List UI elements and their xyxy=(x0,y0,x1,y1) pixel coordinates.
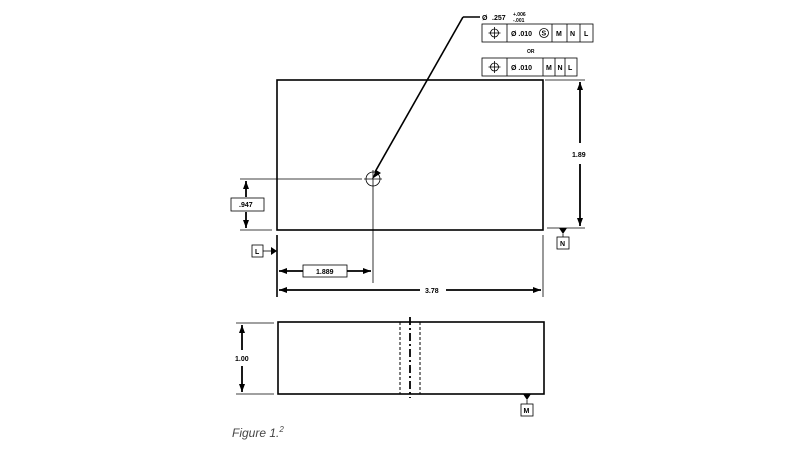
fcf-datum-secondary: N xyxy=(558,65,563,72)
dimension-hole-y: .947 xyxy=(230,178,362,231)
datum-m: M xyxy=(520,394,534,417)
caption-superscript: 2 xyxy=(278,425,284,434)
feature-control-frame-primary: Ø .010 S M N L xyxy=(481,23,594,43)
figure-caption: Figure 1.2 xyxy=(232,425,284,440)
dimension-value: 1.00 xyxy=(235,356,249,363)
dimension-thickness: 1.00 xyxy=(235,322,274,395)
leader-arrow xyxy=(372,170,381,179)
fcf-datum-tertiary: L xyxy=(568,65,573,72)
or-label: OR xyxy=(527,49,535,55)
position-icon xyxy=(488,61,501,73)
dimension-value: 1.889 xyxy=(316,269,334,276)
dimension-width: 3.78 xyxy=(279,287,541,295)
dimension-value: 3.78 xyxy=(425,288,439,295)
dimension-value: 1.89 xyxy=(572,152,586,159)
dimension-height: 1.89 xyxy=(545,79,586,229)
diameter-symbol: Ø xyxy=(482,15,488,22)
fcf-datum-tertiary: L xyxy=(584,31,589,38)
dimension-value: .947 xyxy=(239,202,253,209)
datum-label: L xyxy=(255,249,260,256)
hole-size: .257 xyxy=(492,15,506,22)
feature-control-frame-alternate: Ø .010 M N L xyxy=(481,57,578,77)
position-icon xyxy=(488,27,501,39)
fcf-tolerance: Ø .010 xyxy=(511,31,532,38)
fcf-datum-primary: M xyxy=(556,31,562,38)
fcf-tolerance: Ø .010 xyxy=(511,65,532,72)
tolerance-minus: -.001 xyxy=(513,18,525,24)
fcf-modifier: S xyxy=(542,31,547,38)
datum-l: L xyxy=(251,244,277,258)
fcf-datum-primary: M xyxy=(546,65,552,72)
caption-text: Figure 1. xyxy=(232,426,279,440)
tolerance-plus: +.006 xyxy=(513,12,526,18)
dimension-hole-x: 1.889 xyxy=(279,264,371,278)
datum-label: N xyxy=(560,241,565,248)
front-view-outline xyxy=(277,321,545,395)
datum-label: M xyxy=(524,408,530,415)
hole-icon xyxy=(364,170,382,188)
fcf-datum-secondary: N xyxy=(570,31,575,38)
leader-line xyxy=(374,16,464,173)
datum-n: N xyxy=(556,228,570,250)
hole-callout: Ø .257 +.006 -.001 xyxy=(372,12,526,179)
rfs-modifier-icon xyxy=(539,28,549,38)
top-view-outline xyxy=(276,79,544,231)
